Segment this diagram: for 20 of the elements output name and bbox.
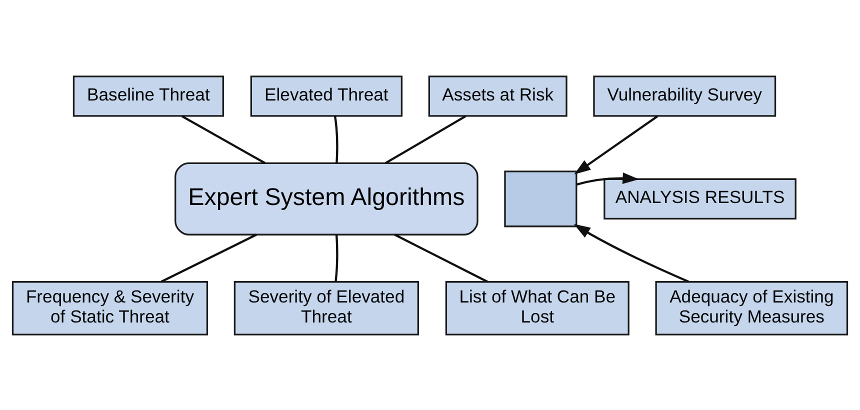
arrow: [576, 172, 640, 186]
node-box: Severity of Elevated Threat: [234, 280, 420, 335]
node-box: ANALYSIS RESULTS: [604, 178, 796, 219]
connector: [181, 114, 266, 164]
node-box: [504, 170, 578, 227]
node-box: Expert System Algorithms: [174, 162, 478, 235]
connector: [394, 233, 488, 282]
connector: [334, 234, 338, 282]
connector: [385, 114, 466, 164]
arrow: [574, 114, 658, 174]
node-box: Adequacy of Existing Security Measures: [655, 280, 848, 335]
connector: [160, 233, 257, 282]
node-box: Vulnerability Survey: [593, 75, 776, 116]
node-box: Baseline Threat: [72, 75, 224, 116]
node-box: Assets at Risk: [428, 75, 568, 116]
arrow: [574, 224, 690, 282]
connector: [334, 116, 338, 163]
node-box: List of What Can Be Lost: [445, 280, 630, 335]
node-box: Frequency & Severity of Static Threat: [12, 280, 208, 335]
node-box: Elevated Threat: [250, 75, 403, 116]
